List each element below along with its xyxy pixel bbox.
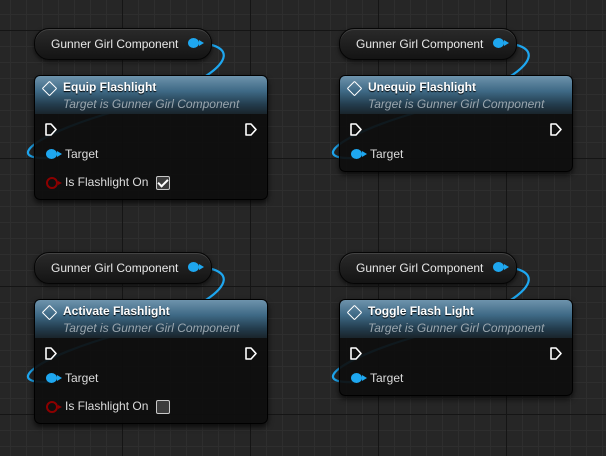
exec-output-pin-icon[interactable]	[550, 347, 562, 360]
node-header[interactable]: Toggle Flash Light Target is Gunner Girl…	[340, 300, 572, 338]
bool-pin-row: Is Flashlight On	[35, 393, 267, 421]
node-subtitle: Target is Gunner Girl Component	[368, 97, 545, 111]
variable-label: Gunner Girl Component	[356, 37, 484, 51]
target-label: Target	[65, 147, 99, 161]
node-subtitle: Target is Gunner Girl Component	[368, 321, 545, 335]
target-label: Target	[370, 147, 404, 161]
target-pin-row: Target	[340, 365, 572, 393]
target-pin-row: Target	[340, 141, 572, 169]
exec-row	[340, 114, 572, 141]
exec-output-pin-icon[interactable]	[550, 123, 562, 136]
equip-flashlight-node[interactable]: Equip Flashlight Target is Gunner Girl C…	[34, 75, 268, 200]
exec-row	[340, 338, 572, 365]
function-diamond-icon	[346, 304, 363, 321]
target-label: Target	[370, 371, 404, 385]
unequip-flashlight-node[interactable]: Unequip Flashlight Target is Gunner Girl…	[339, 75, 573, 172]
object-output-pin-icon[interactable]	[493, 262, 509, 272]
target-pin-row: Target	[35, 141, 267, 169]
is-flashlight-on-label: Is Flashlight On	[65, 399, 149, 413]
boolean-pin-icon[interactable]	[46, 177, 62, 189]
target-pin-icon[interactable]	[351, 149, 367, 159]
function-diamond-icon	[41, 304, 58, 321]
exec-output-pin-icon[interactable]	[245, 123, 257, 136]
variable-label: Gunner Girl Component	[356, 261, 484, 275]
target-pin-icon[interactable]	[46, 149, 62, 159]
exec-input-pin-icon[interactable]	[45, 123, 57, 136]
is-flashlight-on-checkbox[interactable]	[156, 400, 170, 414]
exec-output-pin-icon[interactable]	[245, 347, 257, 360]
gunner-girl-component-variable-node[interactable]: Gunner Girl Component	[34, 252, 212, 284]
is-flashlight-on-checkbox[interactable]	[156, 176, 170, 190]
gunner-girl-component-variable-node[interactable]: Gunner Girl Component	[339, 28, 517, 60]
bool-pin-row: Is Flashlight On	[35, 169, 267, 197]
gunner-girl-component-variable-node[interactable]: Gunner Girl Component	[339, 252, 517, 284]
node-subtitle: Target is Gunner Girl Component	[63, 321, 240, 335]
node-title: Equip Flashlight	[63, 80, 157, 94]
target-label: Target	[65, 371, 99, 385]
node-header[interactable]: Unequip Flashlight Target is Gunner Girl…	[340, 76, 572, 114]
gunner-girl-component-variable-node[interactable]: Gunner Girl Component	[34, 28, 212, 60]
node-subtitle: Target is Gunner Girl Component	[63, 97, 240, 111]
object-output-pin-icon[interactable]	[188, 38, 204, 48]
is-flashlight-on-label: Is Flashlight On	[65, 175, 149, 189]
activate-flashlight-node[interactable]: Activate Flashlight Target is Gunner Gir…	[34, 299, 268, 424]
target-pin-row: Target	[35, 365, 267, 393]
function-diamond-icon	[346, 80, 363, 97]
node-title: Toggle Flash Light	[368, 304, 474, 318]
target-pin-icon[interactable]	[351, 373, 367, 383]
toggle-flash-light-node[interactable]: Toggle Flash Light Target is Gunner Girl…	[339, 299, 573, 396]
target-pin-icon[interactable]	[46, 373, 62, 383]
variable-label: Gunner Girl Component	[51, 37, 179, 51]
object-output-pin-icon[interactable]	[493, 38, 509, 48]
node-title: Activate Flashlight	[63, 304, 170, 318]
exec-input-pin-icon[interactable]	[350, 123, 362, 136]
node-title: Unequip Flashlight	[368, 80, 476, 94]
boolean-pin-icon[interactable]	[46, 401, 62, 413]
object-output-pin-icon[interactable]	[188, 262, 204, 272]
exec-input-pin-icon[interactable]	[45, 347, 57, 360]
function-diamond-icon	[41, 80, 58, 97]
exec-row	[35, 338, 267, 365]
exec-input-pin-icon[interactable]	[350, 347, 362, 360]
node-header[interactable]: Equip Flashlight Target is Gunner Girl C…	[35, 76, 267, 114]
node-header[interactable]: Activate Flashlight Target is Gunner Gir…	[35, 300, 267, 338]
variable-label: Gunner Girl Component	[51, 261, 179, 275]
exec-row	[35, 114, 267, 141]
